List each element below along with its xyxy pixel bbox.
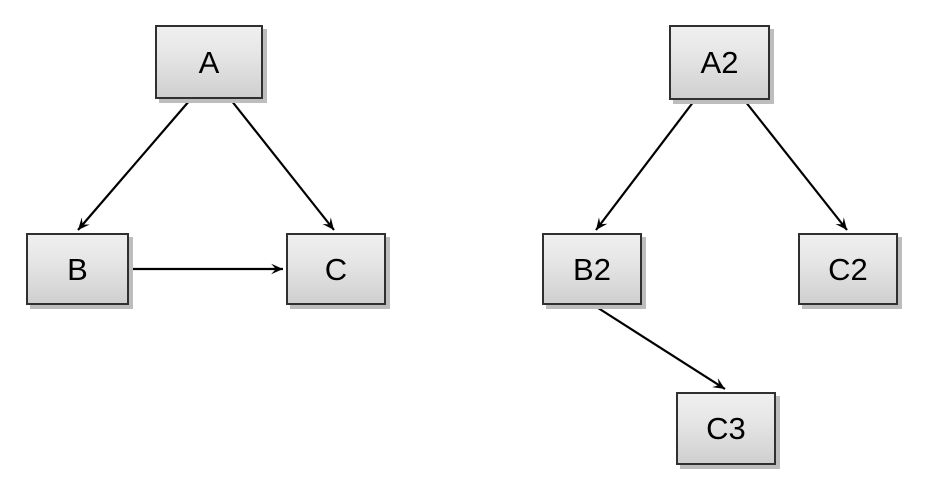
- node-c2[interactable]: C2: [798, 233, 898, 305]
- node-label-b2: B2: [573, 251, 611, 287]
- edge-A-C[interactable]: [230, 99, 335, 231]
- node-label-c: C: [324, 251, 348, 287]
- edge-line-A2-C2: [744, 100, 848, 231]
- node-label-a2: A2: [700, 45, 739, 80]
- node-b[interactable]: B: [26, 233, 129, 305]
- arrowhead-B-C: [271, 263, 283, 275]
- node-label-b: B: [67, 251, 88, 287]
- edge-line-B2-C3: [594, 305, 726, 390]
- edge-B2-C3[interactable]: [594, 305, 726, 390]
- arrowhead-A-B: [78, 217, 90, 230]
- node-label-a: A: [198, 44, 220, 80]
- edge-A-B[interactable]: [77, 99, 191, 231]
- node-a2[interactable]: A2: [669, 25, 770, 100]
- edge-A2-C2[interactable]: [744, 100, 848, 231]
- edge-B-C[interactable]: [130, 263, 283, 275]
- node-c[interactable]: C: [286, 233, 386, 305]
- arrowhead-A-C: [322, 217, 334, 230]
- arrowhead-A2-C2: [835, 217, 847, 230]
- node-label-c3: C3: [706, 411, 746, 446]
- edge-A2-B2[interactable]: [595, 100, 695, 231]
- node-label-c2: C2: [828, 251, 868, 287]
- arrowhead-A2-B2: [596, 217, 608, 230]
- node-a[interactable]: A: [155, 25, 263, 99]
- node-c3[interactable]: C3: [676, 392, 776, 465]
- arrowhead-B2-C3: [712, 378, 725, 389]
- edge-line-A-C: [230, 99, 335, 231]
- edge-line-A-B: [77, 99, 191, 231]
- edge-line-A2-B2: [595, 100, 695, 231]
- node-b2[interactable]: B2: [542, 233, 642, 305]
